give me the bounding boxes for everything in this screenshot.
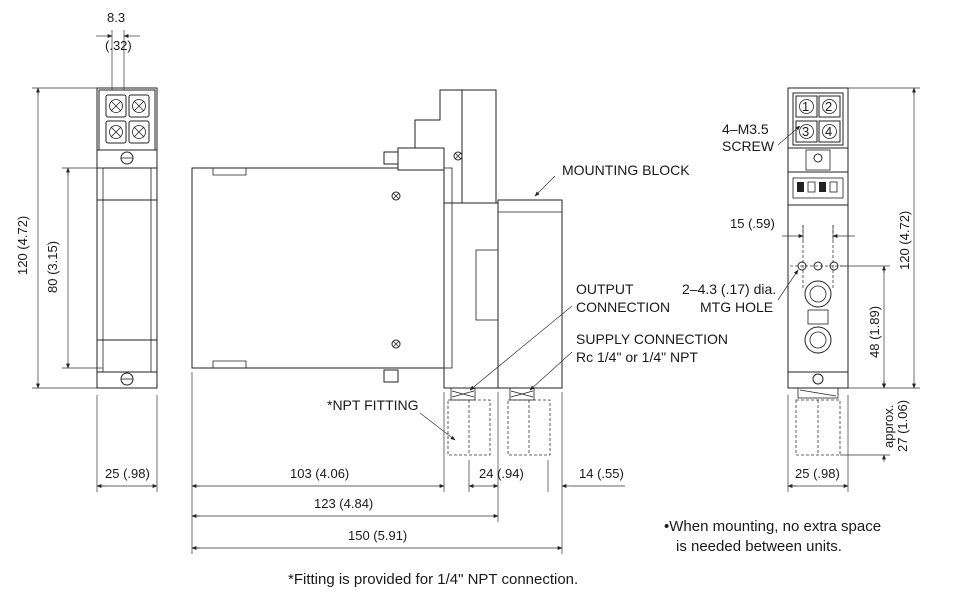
dim-side-123: 123 (4.84) bbox=[314, 496, 373, 511]
dim-rear-48: 48 (1.89) bbox=[867, 306, 882, 358]
label-screw-1: 4–M3.5 bbox=[722, 121, 769, 137]
dim-rear-approx-1: approx. bbox=[881, 405, 896, 448]
terminal-1: 1 bbox=[802, 99, 809, 114]
dim-side-103: 103 (4.06) bbox=[290, 466, 349, 481]
label-output-2: CONNECTION bbox=[576, 299, 670, 315]
label-mounting-block: MOUNTING BLOCK bbox=[562, 162, 690, 178]
npt-fitting-icon bbox=[447, 387, 551, 456]
terminal-screw-icon bbox=[105, 94, 150, 144]
dim-front-bottom: 25 (.98) bbox=[105, 466, 150, 481]
dim-rear-bottom: 25 (.98) bbox=[795, 466, 840, 481]
terminal-4: 4 bbox=[825, 124, 832, 139]
label-supply-1: SUPPLY CONNECTION bbox=[576, 331, 728, 347]
front-view: 8.3 (.32) 120 (4.72) 80 (3.15) 25 (.98) bbox=[15, 10, 158, 492]
note-mounting-2: is needed between units. bbox=[676, 538, 842, 555]
label-supply-2: Rc 1/4" or 1/4" NPT bbox=[576, 349, 698, 365]
dim-front-height: 120 (4.72) bbox=[15, 216, 30, 275]
label-mtg-hole-2: MTG HOLE bbox=[700, 299, 773, 315]
label-npt-fitting: *NPT FITTING bbox=[327, 397, 419, 413]
dim-rear-15: 15 (.59) bbox=[730, 216, 775, 231]
rear-view: 1 2 3 4 bbox=[682, 87, 920, 492]
dim-side-14: 14 (.55) bbox=[579, 466, 624, 481]
note-mounting-1: •When mounting, no extra space bbox=[664, 518, 881, 535]
side-view: MOUNTING BLOCK OUTPUT CONNECTION SUPPLY … bbox=[191, 89, 728, 554]
terminal-number-icon: 1 2 3 4 bbox=[795, 95, 841, 143]
terminal-3: 3 bbox=[802, 124, 809, 139]
dim-side-150: 150 (5.91) bbox=[348, 528, 407, 543]
note-fitting: *Fitting is provided for 1/4" NPT connec… bbox=[288, 571, 578, 588]
dim-rear-height: 120 (4.72) bbox=[897, 211, 912, 270]
dim-side-24: 24 (.94) bbox=[479, 466, 524, 481]
label-output-1: OUTPUT bbox=[576, 281, 634, 297]
terminal-2: 2 bbox=[825, 99, 832, 114]
dim-front-top: 8.3 bbox=[107, 10, 125, 25]
label-screw-2: SCREW bbox=[722, 138, 775, 154]
dim-front-top-in: (.32) bbox=[105, 38, 132, 53]
label-mtg-hole-1: 2–4.3 (.17) dia. bbox=[682, 281, 776, 297]
dim-rear-approx-2: 27 (1.06) bbox=[895, 400, 910, 452]
dim-front-inner: 80 (3.15) bbox=[45, 241, 60, 293]
